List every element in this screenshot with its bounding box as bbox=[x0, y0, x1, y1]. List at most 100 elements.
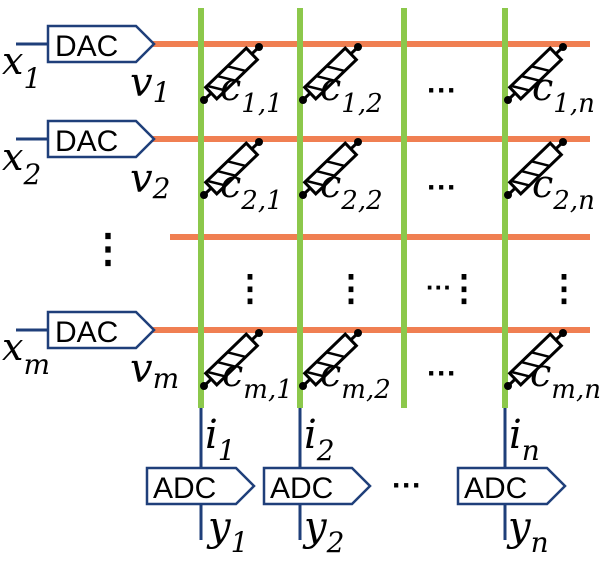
cell-hatch bbox=[206, 370, 226, 378]
cell-label-m-1: cm,1 bbox=[222, 351, 293, 405]
ellipsis-row-1: ··· bbox=[427, 74, 457, 107]
output-labels: y1 y2 yn bbox=[206, 504, 549, 559]
input-label-m: xm bbox=[2, 325, 50, 381]
cell-hatch bbox=[305, 179, 325, 187]
adc-label: ADC bbox=[270, 472, 333, 505]
cell-terminal-dot bbox=[255, 329, 263, 337]
current-label-1: i1 bbox=[205, 412, 236, 467]
voltage-label-1: v1 bbox=[130, 60, 170, 109]
cell-elements bbox=[200, 43, 567, 390]
cell-hatch bbox=[216, 169, 236, 177]
cell-element-2-2 bbox=[299, 138, 362, 199]
ellipsis-col-1-vertical: ⋮ bbox=[232, 267, 268, 308]
adc-converter-2: ADC bbox=[262, 466, 372, 506]
cell-hatch bbox=[227, 351, 247, 359]
cell-body bbox=[203, 332, 260, 387]
cell-hatch bbox=[531, 351, 551, 359]
cell-terminal-dot bbox=[299, 382, 307, 390]
cell-terminal-dot bbox=[299, 191, 307, 199]
dac-shape bbox=[46, 119, 156, 159]
output-label-n: yn bbox=[506, 504, 549, 559]
cell-hatch bbox=[216, 74, 236, 82]
cell-element-m-1 bbox=[200, 329, 263, 390]
cell-hatch bbox=[520, 74, 540, 82]
cell-terminal-dot bbox=[299, 96, 307, 104]
cell-terminal-dot bbox=[354, 329, 362, 337]
cell-terminal-dot bbox=[255, 43, 263, 51]
cell-terminal-dot bbox=[559, 138, 567, 146]
ellipsis-col-n-vertical: ⋮ bbox=[546, 267, 582, 308]
adc-converter-1: ADC bbox=[145, 466, 256, 506]
cell-hatch bbox=[305, 370, 325, 378]
cell-label-1-2: c1,2 bbox=[320, 65, 383, 119]
cell-hatch bbox=[531, 160, 551, 168]
row-lines bbox=[152, 41, 590, 333]
cell-body bbox=[203, 46, 260, 101]
cell-labels: c1,1 c1,2 c1,n c2,1 c2,2 c2,n cm,1 cm,2 … bbox=[220, 65, 601, 405]
adc-shape bbox=[456, 466, 567, 506]
current-labels: i1 i2 in bbox=[205, 412, 540, 467]
ellipsis-adc: ··· bbox=[392, 469, 422, 502]
ellipses: ··· ··· ··· ··· ⋮ ⋮ ⋮ ⋮ ··· ⋮ bbox=[88, 74, 582, 502]
cell-body bbox=[302, 46, 359, 101]
current-label-n: in bbox=[509, 412, 540, 467]
current-label-2: i2 bbox=[304, 412, 335, 467]
ellipsis-col-3-horizontal: ··· bbox=[426, 272, 452, 302]
adc-shape bbox=[262, 466, 372, 506]
input-label-1: x1 bbox=[2, 39, 41, 95]
input-wires bbox=[16, 42, 48, 332]
cell-hatch bbox=[216, 360, 236, 368]
cell-hatch bbox=[520, 169, 540, 177]
cell-hatch bbox=[510, 179, 530, 187]
input-label-2: x2 bbox=[2, 135, 41, 191]
adc-label: ADC bbox=[464, 472, 527, 505]
cell-body bbox=[302, 141, 359, 196]
cell-terminal-dot bbox=[200, 96, 208, 104]
cell-element-2-1 bbox=[200, 138, 263, 199]
cell-hatch bbox=[510, 84, 530, 92]
cell-label-2-1: c2,1 bbox=[220, 162, 283, 216]
cell-terminal-dot bbox=[200, 382, 208, 390]
dac-converter-m: DAC bbox=[46, 310, 156, 350]
ellipsis-col-2-vertical: ⋮ bbox=[333, 267, 369, 308]
cell-body bbox=[507, 332, 564, 387]
cell-terminal-dot bbox=[559, 329, 567, 337]
cell-label-2-2: c2,2 bbox=[320, 162, 383, 216]
cell-terminal-dot bbox=[354, 43, 362, 51]
cell-hatch bbox=[315, 360, 335, 368]
cell-terminal-dot bbox=[504, 96, 512, 104]
dac-shape bbox=[46, 24, 156, 64]
cell-element-2-n bbox=[504, 138, 567, 199]
cell-label-m-2: cm,2 bbox=[320, 351, 391, 405]
cell-hatch bbox=[531, 65, 551, 73]
cell-hatch bbox=[510, 370, 530, 378]
cell-label-1-n: c1,n bbox=[532, 65, 595, 119]
cell-label-2-n: c2,n bbox=[532, 162, 595, 216]
cell-hatch bbox=[326, 65, 346, 73]
adc-label: ADC bbox=[153, 472, 216, 505]
cell-terminal-dot bbox=[504, 382, 512, 390]
cell-label-m-n: cm,n bbox=[530, 351, 601, 405]
cell-hatch bbox=[326, 351, 346, 359]
adc-converter-n: ADC bbox=[456, 466, 567, 506]
output-label-2: y2 bbox=[302, 504, 344, 559]
cell-element-m-n bbox=[504, 329, 567, 390]
cell-hatch bbox=[520, 360, 540, 368]
dac-converter-2: DAC bbox=[46, 119, 156, 159]
cell-terminal-dot bbox=[255, 138, 263, 146]
cell-hatch bbox=[206, 179, 226, 187]
ellipsis-row-2: ··· bbox=[427, 171, 457, 204]
cell-body bbox=[507, 46, 564, 101]
cell-body bbox=[507, 141, 564, 196]
cell-hatch bbox=[315, 74, 335, 82]
cell-terminal-dot bbox=[504, 191, 512, 199]
dac-label: DAC bbox=[55, 125, 118, 158]
cell-hatch bbox=[315, 169, 335, 177]
output-label-1: y1 bbox=[206, 504, 248, 559]
cell-hatch bbox=[227, 160, 247, 168]
adc-shape bbox=[145, 466, 256, 506]
voltage-label-2: v2 bbox=[130, 156, 170, 205]
column-lines bbox=[198, 8, 508, 408]
dac-label: DAC bbox=[55, 316, 118, 349]
